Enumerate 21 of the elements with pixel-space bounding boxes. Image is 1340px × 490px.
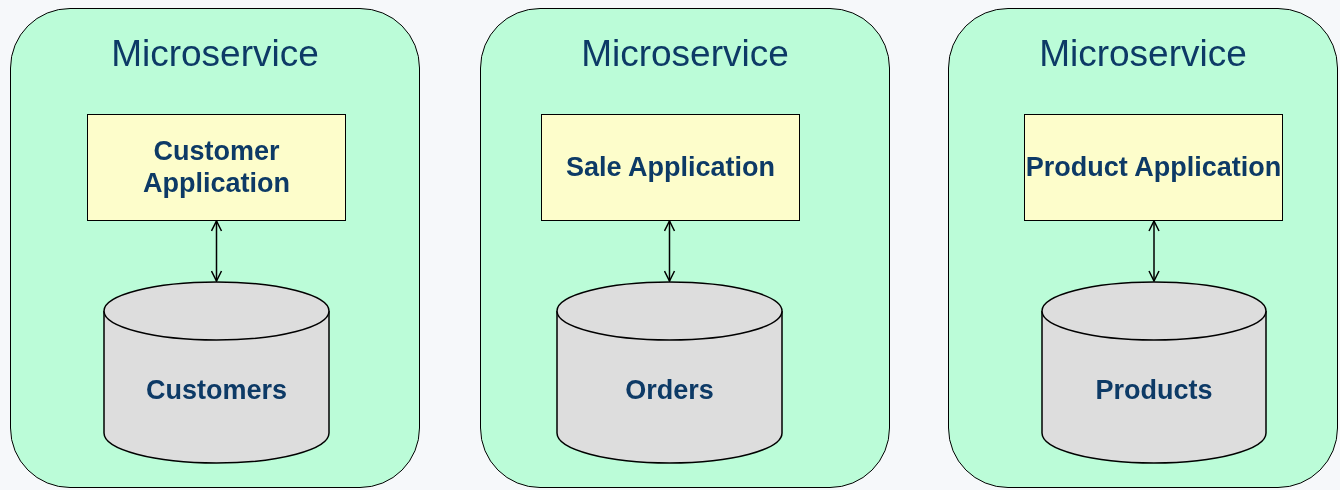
database-label: Products — [1094, 375, 1214, 406]
panel-title: Microservice — [580, 33, 790, 75]
application-label: Sale Application — [565, 151, 775, 183]
application-box — [1024, 114, 1283, 221]
service-panel — [480, 8, 890, 488]
double-arrow — [663, 220, 676, 282]
application-label: Customer Application — [142, 136, 291, 199]
database-cylinder — [1041, 281, 1267, 463]
service-panel — [10, 8, 420, 488]
database-cylinder — [556, 281, 783, 463]
database-label: Orders — [624, 375, 715, 406]
database-label: Customers — [144, 375, 288, 406]
application-box — [87, 114, 346, 221]
panel-title: Microservice — [1038, 33, 1248, 75]
double-arrow — [210, 220, 223, 282]
panel-title: Microservice — [110, 33, 320, 75]
database-cylinder — [103, 281, 330, 463]
application-box — [541, 114, 800, 221]
double-arrow — [1148, 220, 1160, 282]
application-label: Product Application — [1025, 151, 1282, 183]
service-panel — [948, 8, 1338, 488]
